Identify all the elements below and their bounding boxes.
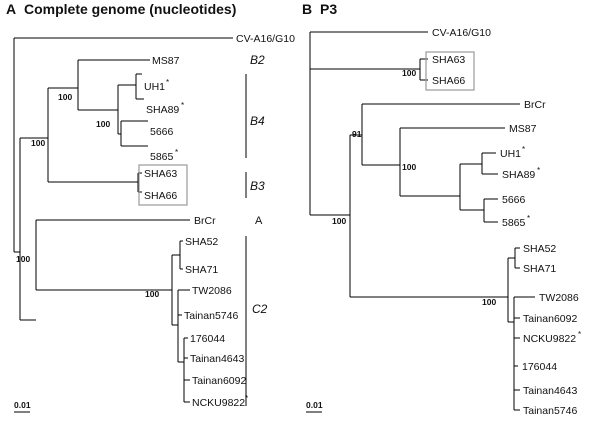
taxon-uh1: UH1 bbox=[144, 81, 165, 93]
panel-b-letter: B bbox=[302, 1, 312, 17]
bootstrap-c2: 100 bbox=[145, 289, 159, 299]
scale-label-a: 0.01 bbox=[14, 400, 31, 410]
asterisk-sha89: * bbox=[181, 101, 184, 110]
b-taxon-tainan4643: Tainan4643 bbox=[523, 385, 577, 397]
panel-a-letter: A bbox=[6, 1, 16, 17]
b-taxon-tw2086: TW2086 bbox=[539, 292, 579, 304]
b-highlight-box-sha63-sha66 bbox=[425, 51, 475, 91]
panel-b-title: P3 bbox=[320, 1, 337, 17]
bootstrap-b-clade: 100 bbox=[31, 138, 45, 148]
taxon-tainan6092: Tainan6092 bbox=[192, 375, 246, 387]
clade-label-a: A bbox=[255, 215, 263, 227]
b-taxon-tainan5746: Tainan5746 bbox=[523, 405, 577, 417]
taxon-ms87: MS87 bbox=[152, 55, 180, 67]
b-taxon-uh1: UH1 bbox=[500, 148, 521, 160]
b-asterisk-uh1: * bbox=[522, 145, 525, 154]
taxon-sha71: SHA71 bbox=[185, 264, 218, 276]
taxon-brcr: BrCr bbox=[194, 215, 216, 227]
taxon-sha52: SHA52 bbox=[185, 236, 218, 248]
b-bootstrap-c2: 100 bbox=[482, 297, 496, 307]
taxon-tw2086: TW2086 bbox=[192, 285, 232, 297]
panel-b-tree: B P3 bbox=[302, 1, 581, 417]
b-bootstrap-91: 91 bbox=[352, 129, 362, 139]
clade-label-b2: B2 bbox=[250, 53, 265, 67]
b-taxon-sha71: SHA71 bbox=[523, 263, 556, 275]
bootstrap-b2b4: 100 bbox=[58, 92, 72, 102]
b-bootstrap-sha-pair: 100 bbox=[402, 68, 416, 78]
bootstrap-b4: 100 bbox=[96, 119, 110, 129]
taxon-sha89: SHA89 bbox=[146, 104, 179, 116]
clade-label-c2: C2 bbox=[252, 302, 268, 316]
asterisk-ncku9822: * bbox=[245, 394, 248, 403]
asterisk-uh1: * bbox=[166, 78, 169, 87]
taxon-ncku9822: NCKU9822 bbox=[192, 397, 245, 409]
b-taxon-ms87: MS87 bbox=[509, 123, 537, 135]
b-asterisk-ncku9822: * bbox=[578, 330, 581, 339]
bootstrap-root: 100 bbox=[16, 254, 30, 264]
b-taxon-sha66: SHA66 bbox=[432, 75, 465, 87]
scale-label-b: 0.01 bbox=[306, 400, 323, 410]
asterisk-5865: * bbox=[175, 148, 178, 157]
taxon-5666: 5666 bbox=[150, 126, 174, 138]
taxon-176044: 176044 bbox=[190, 333, 225, 345]
panel-a-tree: A Complete genome (nucleotides) bbox=[6, 1, 295, 413]
b-taxon-sha63: SHA63 bbox=[432, 54, 465, 66]
b-taxon-cv-a16-g10: CV-A16/G10 bbox=[432, 27, 491, 39]
taxon-tainan4643: Tainan4643 bbox=[190, 353, 244, 365]
taxon-tainan5746: Tainan5746 bbox=[184, 310, 238, 322]
b-bootstrap-b4: 100 bbox=[402, 162, 416, 172]
b-asterisk-sha89: * bbox=[537, 166, 540, 175]
clade-label-b4: B4 bbox=[250, 114, 265, 128]
panel-a-title: Complete genome (nucleotides) bbox=[24, 1, 236, 17]
clade-label-b3: B3 bbox=[250, 179, 265, 193]
taxon-cv-a16-g10: CV-A16/G10 bbox=[236, 33, 295, 45]
highlight-box-sha63-sha66 bbox=[138, 164, 188, 206]
b-taxon-sha89: SHA89 bbox=[502, 169, 535, 181]
b-taxon-sha52: SHA52 bbox=[523, 243, 556, 255]
taxon-sha66: SHA66 bbox=[144, 190, 177, 202]
taxon-5865: 5865 bbox=[150, 151, 174, 163]
b-taxon-tainan6092: Tainan6092 bbox=[523, 313, 577, 325]
b-taxon-ncku9822: NCKU9822 bbox=[523, 333, 576, 345]
taxon-sha63: SHA63 bbox=[144, 168, 177, 180]
b-taxon-5865: 5865 bbox=[502, 217, 526, 229]
b-asterisk-5865: * bbox=[527, 214, 530, 223]
b-taxon-brcr: BrCr bbox=[524, 99, 546, 111]
b-bootstrap-root: 100 bbox=[332, 216, 346, 226]
b-taxon-5666: 5666 bbox=[502, 194, 526, 206]
b-taxon-176044: 176044 bbox=[522, 361, 557, 373]
